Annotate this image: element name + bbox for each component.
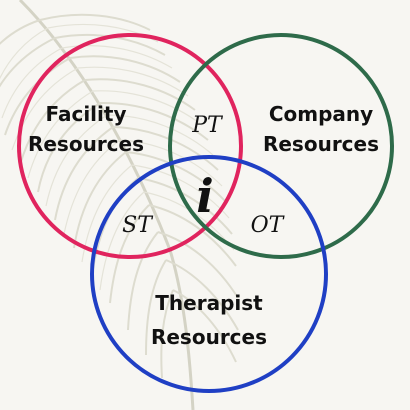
facility-label-line1: Facility <box>45 102 126 126</box>
facility-circle <box>17 33 243 259</box>
company-label-line2: Resources <box>263 132 379 156</box>
company-label-line1: Company <box>269 102 373 126</box>
pt-label: PT <box>191 113 224 138</box>
center-info-label: i <box>196 169 213 223</box>
therapist-label-line2: Resources <box>151 325 267 349</box>
company-circle <box>168 33 394 259</box>
therapist-circle <box>90 155 328 393</box>
therapist-label-line1: Therapist <box>155 291 263 315</box>
facility-label-line2: Resources <box>28 132 144 156</box>
ot-label: OT <box>251 213 286 238</box>
st-label: ST <box>122 213 154 238</box>
